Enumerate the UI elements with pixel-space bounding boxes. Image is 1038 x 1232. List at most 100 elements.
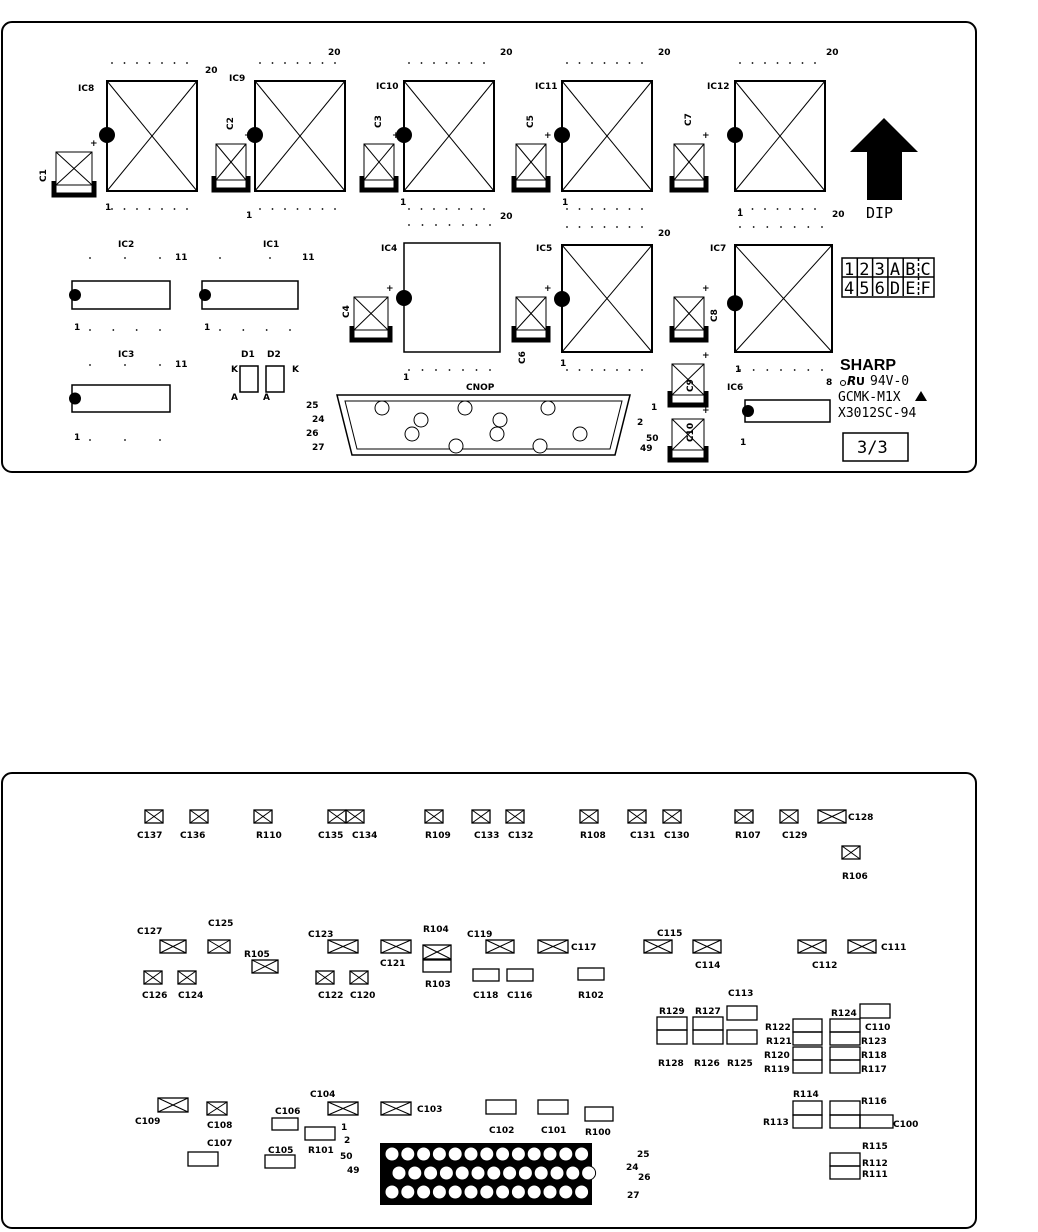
component-d2[interactable]: D2 bbox=[265, 350, 285, 393]
component-ic1[interactable]: IC1 bbox=[199, 240, 299, 310]
component-r111[interactable]: R111 bbox=[829, 1165, 888, 1180]
component-c115[interactable]: C115 bbox=[643, 929, 682, 954]
component-c6[interactable]: +C6 bbox=[511, 284, 552, 364]
component-c110[interactable]: C110 bbox=[829, 1018, 890, 1033]
component-c103[interactable]: C103 bbox=[380, 1101, 442, 1116]
component-c5[interactable]: +C5 bbox=[511, 115, 552, 193]
component-ic7[interactable]: IC7 bbox=[710, 226, 833, 371]
component-r102[interactable]: R102 bbox=[577, 967, 605, 1001]
component-r101[interactable]: R101 bbox=[304, 1126, 336, 1156]
component-r118[interactable]: R118 bbox=[829, 1046, 887, 1061]
component-r124[interactable]: R124 bbox=[831, 1003, 891, 1019]
component-c100[interactable]: C100 bbox=[859, 1114, 918, 1130]
component-c4[interactable]: +C4 bbox=[342, 284, 394, 343]
component-c130[interactable]: C130 bbox=[662, 809, 689, 841]
component-r127[interactable]: R127 bbox=[692, 1007, 724, 1031]
component-r113[interactable]: R113 bbox=[763, 1114, 823, 1129]
component-ic5[interactable]: IC5 bbox=[536, 226, 653, 371]
component-ic4[interactable]: IC4 bbox=[381, 224, 501, 371]
component-label: R117 bbox=[861, 1065, 887, 1075]
component-c132[interactable]: C132 bbox=[505, 809, 533, 841]
component-r126[interactable]: R126 bbox=[692, 1029, 724, 1069]
component-c129[interactable]: C129 bbox=[779, 809, 807, 841]
component-ic6[interactable]: IC6 bbox=[727, 383, 831, 423]
component-c3[interactable]: +C3 bbox=[359, 115, 400, 193]
component-c111[interactable]: C111 bbox=[847, 939, 906, 954]
component-c116[interactable]: C116 bbox=[506, 968, 534, 1001]
component-c135[interactable]: C135 bbox=[318, 809, 347, 841]
component-ic3[interactable]: IC3 bbox=[69, 350, 171, 413]
component-r110[interactable]: R110 bbox=[253, 809, 282, 841]
component-c119[interactable]: C119 bbox=[467, 930, 515, 954]
component-c1[interactable]: +C1 bbox=[39, 139, 98, 198]
component-r109[interactable]: R109 bbox=[424, 809, 451, 841]
component-c122[interactable]: C122 bbox=[315, 970, 343, 1001]
component-c9[interactable]: +C9 bbox=[667, 351, 710, 408]
component-r105[interactable]: R105 bbox=[244, 950, 279, 974]
component-c105[interactable]: C105 bbox=[264, 1146, 296, 1169]
component-label: R100 bbox=[585, 1128, 611, 1138]
component-r117[interactable]: R117 bbox=[829, 1059, 887, 1075]
component-c102[interactable]: C102 bbox=[485, 1099, 517, 1136]
component-c133[interactable]: C133 bbox=[471, 809, 499, 841]
component-c2[interactable]: +C2 bbox=[211, 117, 252, 193]
component-r106[interactable]: R106 bbox=[841, 845, 868, 882]
component-r114[interactable]: R114 bbox=[792, 1090, 823, 1116]
component-cnop[interactable]: CNOP bbox=[336, 383, 631, 456]
component-c124[interactable]: C124 bbox=[177, 970, 203, 1001]
pin-number: 24 bbox=[312, 415, 325, 425]
component-c10[interactable]: +C10 bbox=[667, 406, 710, 463]
component-c112[interactable]: C112 bbox=[797, 939, 837, 971]
pin-number: 50 bbox=[340, 1152, 353, 1162]
component-c108[interactable]: C108 bbox=[206, 1101, 232, 1131]
component-c106[interactable]: C106 bbox=[271, 1107, 300, 1131]
component-r121[interactable]: R121 bbox=[766, 1031, 823, 1047]
component-c131[interactable]: C131 bbox=[627, 809, 655, 841]
component-c134[interactable]: C134 bbox=[345, 809, 377, 841]
component-c101[interactable]: C101 bbox=[537, 1099, 569, 1136]
component-c107[interactable]: C107 bbox=[187, 1139, 232, 1167]
component-ic2[interactable]: IC2 bbox=[69, 240, 171, 310]
component-c104[interactable]: C104 bbox=[310, 1090, 359, 1116]
component-ic11[interactable]: IC11 bbox=[535, 62, 653, 210]
component-ic9[interactable]: IC9 bbox=[229, 62, 346, 210]
component-c8[interactable]: +C8 bbox=[669, 284, 720, 343]
component-r119[interactable]: R119 bbox=[764, 1059, 823, 1075]
component-r122[interactable]: R122 bbox=[765, 1018, 823, 1033]
component-ic10[interactable]: IC10 bbox=[376, 62, 495, 210]
component-c120[interactable]: C120 bbox=[349, 970, 375, 1001]
component-r108[interactable]: R108 bbox=[579, 809, 606, 841]
component-r123[interactable]: R123 bbox=[829, 1031, 887, 1047]
component-r116[interactable]: R116 bbox=[829, 1097, 887, 1116]
component-r115[interactable]: R115 bbox=[829, 1114, 888, 1152]
component-label: C137 bbox=[137, 831, 162, 841]
component-c117[interactable]: C117 bbox=[537, 939, 596, 954]
component-c113[interactable]: C113 bbox=[726, 989, 758, 1021]
component-c128[interactable]: C128 bbox=[817, 809, 873, 824]
component-r125[interactable]: R125 bbox=[726, 1029, 758, 1069]
component-ic8[interactable]: IC8 bbox=[78, 62, 198, 210]
component-r128[interactable]: R128 bbox=[656, 1029, 688, 1069]
polarity-plus: + bbox=[702, 351, 710, 361]
component-c127[interactable]: C127 bbox=[137, 927, 187, 954]
component-c7[interactable]: +C7 bbox=[669, 113, 710, 193]
component-r103[interactable]: R103 bbox=[422, 959, 452, 990]
component-c114[interactable]: C114 bbox=[692, 939, 722, 971]
component-r120[interactable]: R120 bbox=[764, 1046, 823, 1061]
component-r107[interactable]: R107 bbox=[734, 809, 761, 841]
component-c136[interactable]: C136 bbox=[180, 809, 209, 841]
dip-switch-cell: A bbox=[890, 260, 900, 280]
component-ic12[interactable]: IC12 bbox=[707, 62, 826, 210]
component-c126[interactable]: C126 bbox=[142, 970, 167, 1001]
component-c125[interactable]: C125 bbox=[207, 919, 233, 954]
component-c137[interactable]: C137 bbox=[137, 809, 164, 841]
component-r100[interactable]: R100 bbox=[584, 1106, 614, 1138]
component-c121[interactable]: C121 bbox=[380, 939, 412, 969]
component-c109[interactable]: C109 bbox=[135, 1097, 189, 1127]
component-d1[interactable]: D1 bbox=[239, 350, 259, 393]
component-r129[interactable]: R129 bbox=[656, 1007, 688, 1031]
component-c123[interactable]: C123 bbox=[308, 930, 359, 954]
component-c118[interactable]: C118 bbox=[472, 968, 500, 1001]
component-r104[interactable]: R104 bbox=[422, 925, 452, 960]
component-label: C134 bbox=[352, 831, 377, 841]
